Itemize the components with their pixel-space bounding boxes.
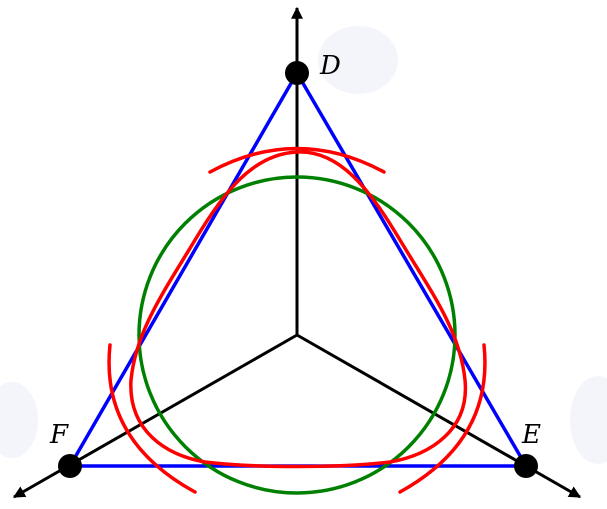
red-arc-right [398, 343, 487, 494]
background-blob-left [0, 382, 38, 458]
vertex-dot-left [58, 454, 82, 478]
vertex-label-left: F [49, 420, 69, 450]
background-blob-top [318, 26, 398, 94]
axis-to-right [296, 333, 582, 499]
red-curve [107, 146, 487, 494]
axis-to-left [12, 333, 298, 499]
red-arc-top [208, 146, 386, 174]
red-rounded-triangle [129, 150, 468, 469]
vertex-dots [58, 61, 538, 478]
vertex-label-top: D [319, 51, 341, 81]
vertex-dot-top [285, 61, 309, 85]
vertex-dot-right [514, 454, 538, 478]
red-arc-left [107, 343, 197, 494]
background-blob-right [570, 376, 607, 464]
vertex-label-right: E [521, 420, 541, 450]
